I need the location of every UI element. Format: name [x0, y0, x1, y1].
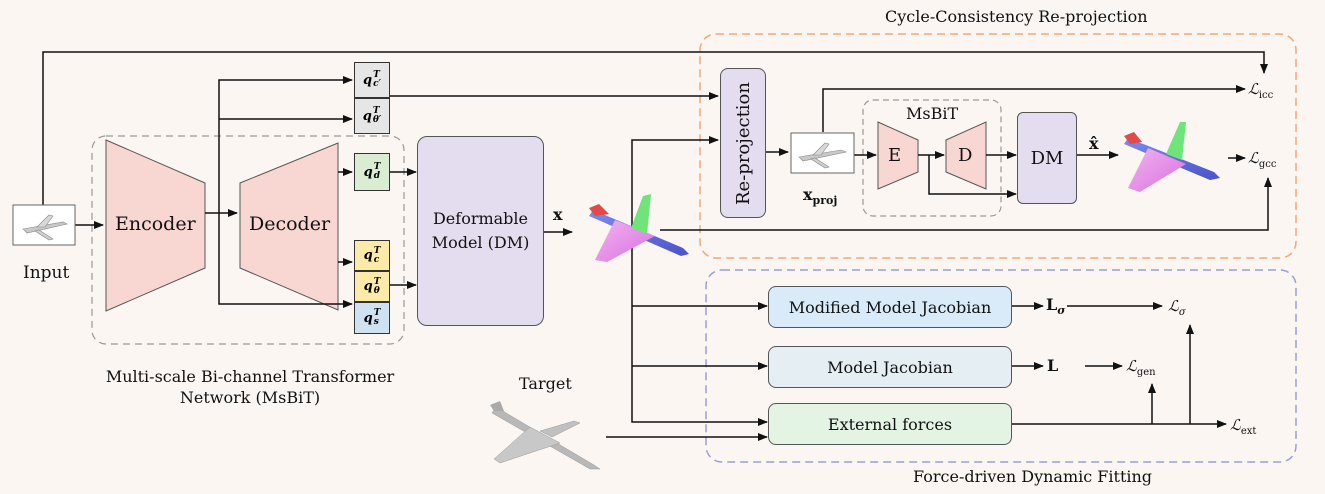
encoder-label: Encoder: [115, 213, 196, 235]
loss-gen: ℒgen: [1126, 357, 1156, 378]
loss-sigma-sub: σ: [1178, 307, 1186, 318]
encoder-block: [105, 139, 206, 312]
qc-sub: c: [373, 254, 380, 265]
loss-icc-sub: icc: [1258, 90, 1274, 101]
qd-sup: T: [373, 162, 381, 172]
x-proj-label: xproj: [803, 185, 837, 207]
qd-base: q: [363, 164, 373, 180]
e-block: [877, 121, 919, 190]
loss-gcc-sub: gcc: [1258, 159, 1277, 170]
loss-gcc: ℒgcc: [1248, 149, 1276, 170]
deformable-model-block: Deformable Model (DM): [417, 136, 544, 326]
target-label: Target: [519, 374, 572, 393]
qcp-sup: T: [373, 70, 380, 80]
x-label: x: [553, 205, 563, 224]
qt-base: q: [363, 279, 373, 294]
qs-sub: s: [373, 317, 379, 327]
xproj-image: [790, 132, 855, 174]
qt-sup: T: [373, 276, 381, 287]
d-block: [945, 121, 987, 190]
msbit-inner-title: MsBiT: [906, 104, 959, 123]
loss-ext-base: ℒ: [1230, 416, 1241, 434]
qt-sub: θ: [373, 285, 380, 296]
loss-sigma: ℒσ: [1168, 297, 1186, 318]
qtp-base: q: [362, 108, 372, 124]
qs-base: q: [363, 310, 373, 326]
input-image: [12, 204, 76, 246]
decoder-block: [239, 142, 339, 311]
input-label: Input: [23, 263, 70, 283]
x-proj-base: x: [803, 185, 813, 204]
msbit-title-line2: Network (MsBiT): [179, 388, 321, 407]
dm-label-line2: Model (DM): [431, 233, 530, 252]
L-sigma-base: L: [1046, 295, 1058, 314]
cycle-region: [699, 33, 1297, 259]
output-plane-image: [589, 194, 689, 262]
force-fitting-title: Force-driven Dynamic Fitting: [913, 467, 1153, 486]
L-sigma-label: Lσ: [1046, 295, 1065, 317]
model-jacobian-block: Model Jacobian: [768, 346, 1012, 388]
qcp-sub: c′: [373, 79, 381, 89]
x-proj-sub: proj: [812, 194, 838, 208]
qc-sup: T: [373, 245, 381, 256]
msbit-inner-region: [862, 99, 1002, 217]
dm-small-block: DM: [1017, 112, 1077, 204]
cycle-consistency-title: Cycle-Consistency Re-projection: [885, 7, 1148, 26]
msbit-title-line1: Multi-scale Bi-channel Transformer: [105, 367, 395, 386]
reprojection-block: Re-projection: [720, 68, 766, 218]
loss-icc-base: ℒ: [1248, 80, 1259, 98]
reprojection-label: Re-projection: [732, 81, 754, 205]
loss-gcc-base: ℒ: [1248, 149, 1259, 167]
loss-gen-base: ℒ: [1126, 357, 1137, 375]
L-sigma-sub: σ: [1057, 304, 1066, 318]
xhat-plane-image: [1124, 122, 1220, 192]
loss-ext-sub: ext: [1240, 426, 1257, 437]
msbit-network-title: Multi-scale Bi-channel Transformer Netwo…: [100, 366, 400, 408]
loss-icc: ℒicc: [1248, 80, 1273, 101]
loss-ext: ℒext: [1230, 416, 1256, 437]
qtp-sub: θ′: [372, 115, 382, 125]
qcp-base: q: [363, 72, 373, 88]
qs-sup: T: [373, 308, 381, 318]
qtp-sup: T: [372, 106, 380, 116]
decoder-label: Decoder: [249, 213, 331, 235]
qd-sub: d: [373, 171, 380, 181]
L-label: L: [1047, 356, 1059, 375]
msbit-region: [91, 135, 405, 345]
d-label: D: [958, 145, 973, 166]
qc-base: q: [363, 248, 373, 263]
dm-label-line1: Deformable: [432, 209, 529, 228]
external-forces-block: External forces: [768, 403, 1012, 445]
loss-gen-sub: gen: [1136, 367, 1156, 378]
modified-jacobian-block: Modified Model Jacobian: [768, 286, 1012, 328]
e-label: E: [888, 145, 902, 166]
x-hat-label: x̂: [1089, 134, 1099, 153]
target-plane-image: [490, 401, 601, 470]
loss-sigma-base: ℒ: [1168, 297, 1179, 315]
